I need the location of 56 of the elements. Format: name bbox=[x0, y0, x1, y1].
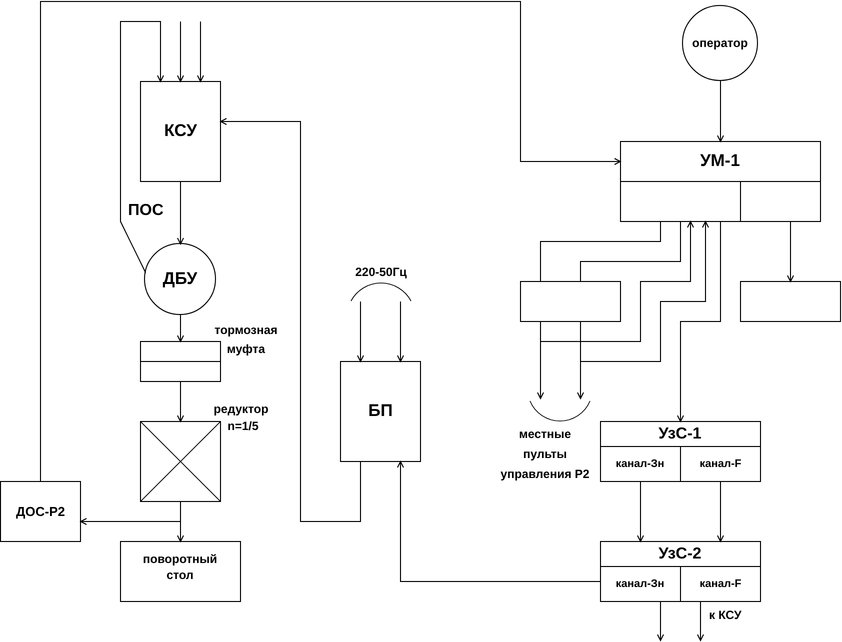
block-label: УМ-1 bbox=[700, 150, 740, 172]
block-label: УзС-2 bbox=[658, 544, 702, 564]
arrow bbox=[120, 21, 164, 274]
part-label: n=1/5 bbox=[227, 419, 259, 434]
connector-line bbox=[580, 221, 681, 282]
arrow bbox=[357, 301, 364, 362]
arrow bbox=[177, 21, 184, 82]
interface-box bbox=[600, 421, 761, 482]
arrow bbox=[637, 481, 644, 542]
block-label: БП bbox=[368, 401, 393, 422]
panel-label: местные пульты управления Р2 bbox=[500, 426, 590, 483]
part-label: редуктор bbox=[214, 402, 268, 417]
arrow bbox=[397, 461, 601, 582]
arrow bbox=[177, 314, 184, 342]
arrow bbox=[697, 601, 704, 641]
circle-node bbox=[144, 243, 216, 315]
arrow bbox=[677, 221, 721, 422]
module-cell bbox=[620, 181, 741, 222]
block-label: ДБУ bbox=[162, 268, 198, 290]
circle-node bbox=[682, 5, 758, 81]
arrow bbox=[177, 181, 184, 244]
supply-label: 220-50Гц bbox=[355, 264, 407, 280]
module-box bbox=[740, 281, 841, 322]
process-box bbox=[120, 541, 241, 602]
arrow bbox=[657, 601, 664, 641]
arrow bbox=[177, 381, 184, 422]
block-label: оператор bbox=[692, 36, 748, 50]
block-label: поворотный стол bbox=[142, 551, 218, 583]
block-label: УзС-1 bbox=[658, 424, 702, 444]
module-box bbox=[520, 281, 621, 322]
block-label: канал-F bbox=[700, 458, 742, 472]
block-label: ДОС-Р2 bbox=[16, 504, 65, 520]
arrow bbox=[80, 501, 181, 525]
channel-cell bbox=[600, 566, 681, 602]
process-box bbox=[340, 361, 421, 462]
arrow bbox=[397, 301, 404, 362]
process-box bbox=[140, 81, 221, 182]
process-box bbox=[0, 481, 81, 542]
module-box bbox=[620, 141, 821, 222]
arrow bbox=[580, 221, 709, 362]
arrow bbox=[220, 118, 361, 522]
arrow bbox=[540, 221, 694, 342]
arrow bbox=[717, 481, 724, 542]
connector-line bbox=[540, 221, 661, 282]
block-label: канал-Зн bbox=[616, 458, 664, 472]
arrow bbox=[197, 21, 204, 82]
part-label: тормозная муфта bbox=[214, 322, 278, 358]
destination-label: к КСУ bbox=[709, 608, 742, 622]
arrow bbox=[717, 80, 724, 142]
block-label: канал-F bbox=[700, 578, 742, 592]
arrow bbox=[787, 221, 794, 282]
channel-cell bbox=[600, 446, 681, 482]
block-label: канал-Зн bbox=[616, 578, 664, 592]
arrow bbox=[40, 1, 621, 482]
block-label: КСУ bbox=[164, 121, 197, 142]
interface-box bbox=[600, 541, 761, 602]
